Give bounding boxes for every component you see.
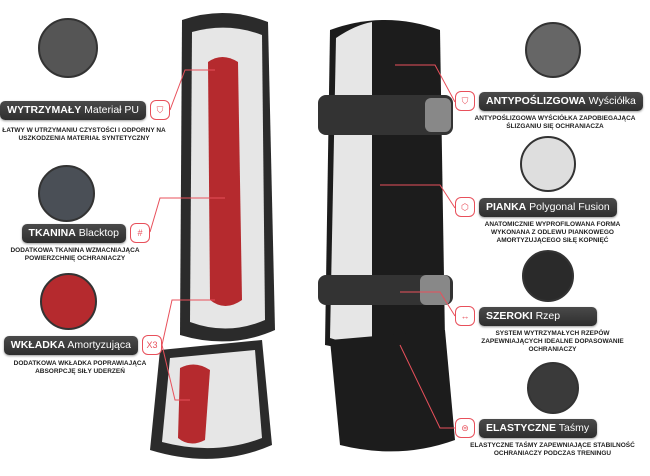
- elastic-band-icon: ⊜: [455, 418, 475, 438]
- feature-antislip: ⛉ ANTYPOŚLIZGOWA Wyściółka: [455, 91, 643, 111]
- label-velcro: SZEROKI Rzep: [479, 306, 597, 326]
- desc-pu: Łatwy w utrzymaniu czystości i odporny n…: [2, 127, 166, 142]
- swatch-antislip: [525, 22, 581, 78]
- shield-icon: ⛉: [455, 91, 475, 111]
- label-antislip: ANTYPOŚLIZGOWA Wyściółka: [479, 91, 643, 111]
- swatch-insert: [40, 273, 97, 330]
- swatch-blacktop: [38, 165, 95, 222]
- label-foam: PIANKA Polygonal Fusion: [479, 197, 617, 217]
- desc-velcro: System wytrzymałych rzepów zapewniającyc…: [481, 330, 624, 353]
- swatch-velcro: [522, 250, 574, 302]
- feature-straps: ⊜ ELASTYCZNE Taśmy: [455, 418, 597, 438]
- desc-insert: Dodatkowa wkładka poprawiająca absorpcję…: [13, 360, 147, 375]
- desc-blacktop: Dodatkowa tkanina wzmacniająca powierzch…: [10, 247, 140, 262]
- swatch-foam: [520, 136, 576, 192]
- width-arrows-icon: ↔: [455, 306, 475, 326]
- left-shin-guard: [150, 12, 275, 459]
- desc-foam: Anatomicznie wyprofilowana forma wykonan…: [484, 221, 621, 244]
- polygon-ball-icon: ⬡: [455, 197, 475, 217]
- shield-icon: ⛉: [150, 100, 170, 120]
- label-straps: ELASTYCZNE Taśmy: [479, 418, 597, 438]
- label-blacktop: TKANINA Blacktop: [21, 223, 126, 243]
- connector-lines: [149, 64, 456, 429]
- feature-velcro: ↔ SZEROKI Rzep: [455, 306, 597, 326]
- label-pu: WYTRZYMAŁY Materiał PU: [0, 100, 146, 120]
- swatch-straps: [527, 362, 579, 414]
- x3-shield-icon: X3: [142, 335, 162, 355]
- desc-antislip: Antypoślizgowa wyściółka zapobiegająca ś…: [474, 115, 636, 130]
- swatch-pu: [38, 18, 98, 78]
- feature-blacktop: TKANINA Blacktop #: [21, 223, 150, 243]
- label-insert: WKŁADKA Amortyzująca: [3, 335, 138, 355]
- fabric-grid-icon: #: [130, 223, 150, 243]
- feature-insert: WKŁADKA Amortyzująca X3: [3, 335, 162, 355]
- feature-pu: WYTRZYMAŁY Materiał PU ⛉: [0, 100, 170, 120]
- feature-foam: ⬡ PIANKA Polygonal Fusion: [455, 197, 617, 217]
- right-shin-guard: [318, 20, 455, 452]
- desc-straps: Elastyczne taśmy zapewniające stabilność…: [470, 442, 635, 457]
